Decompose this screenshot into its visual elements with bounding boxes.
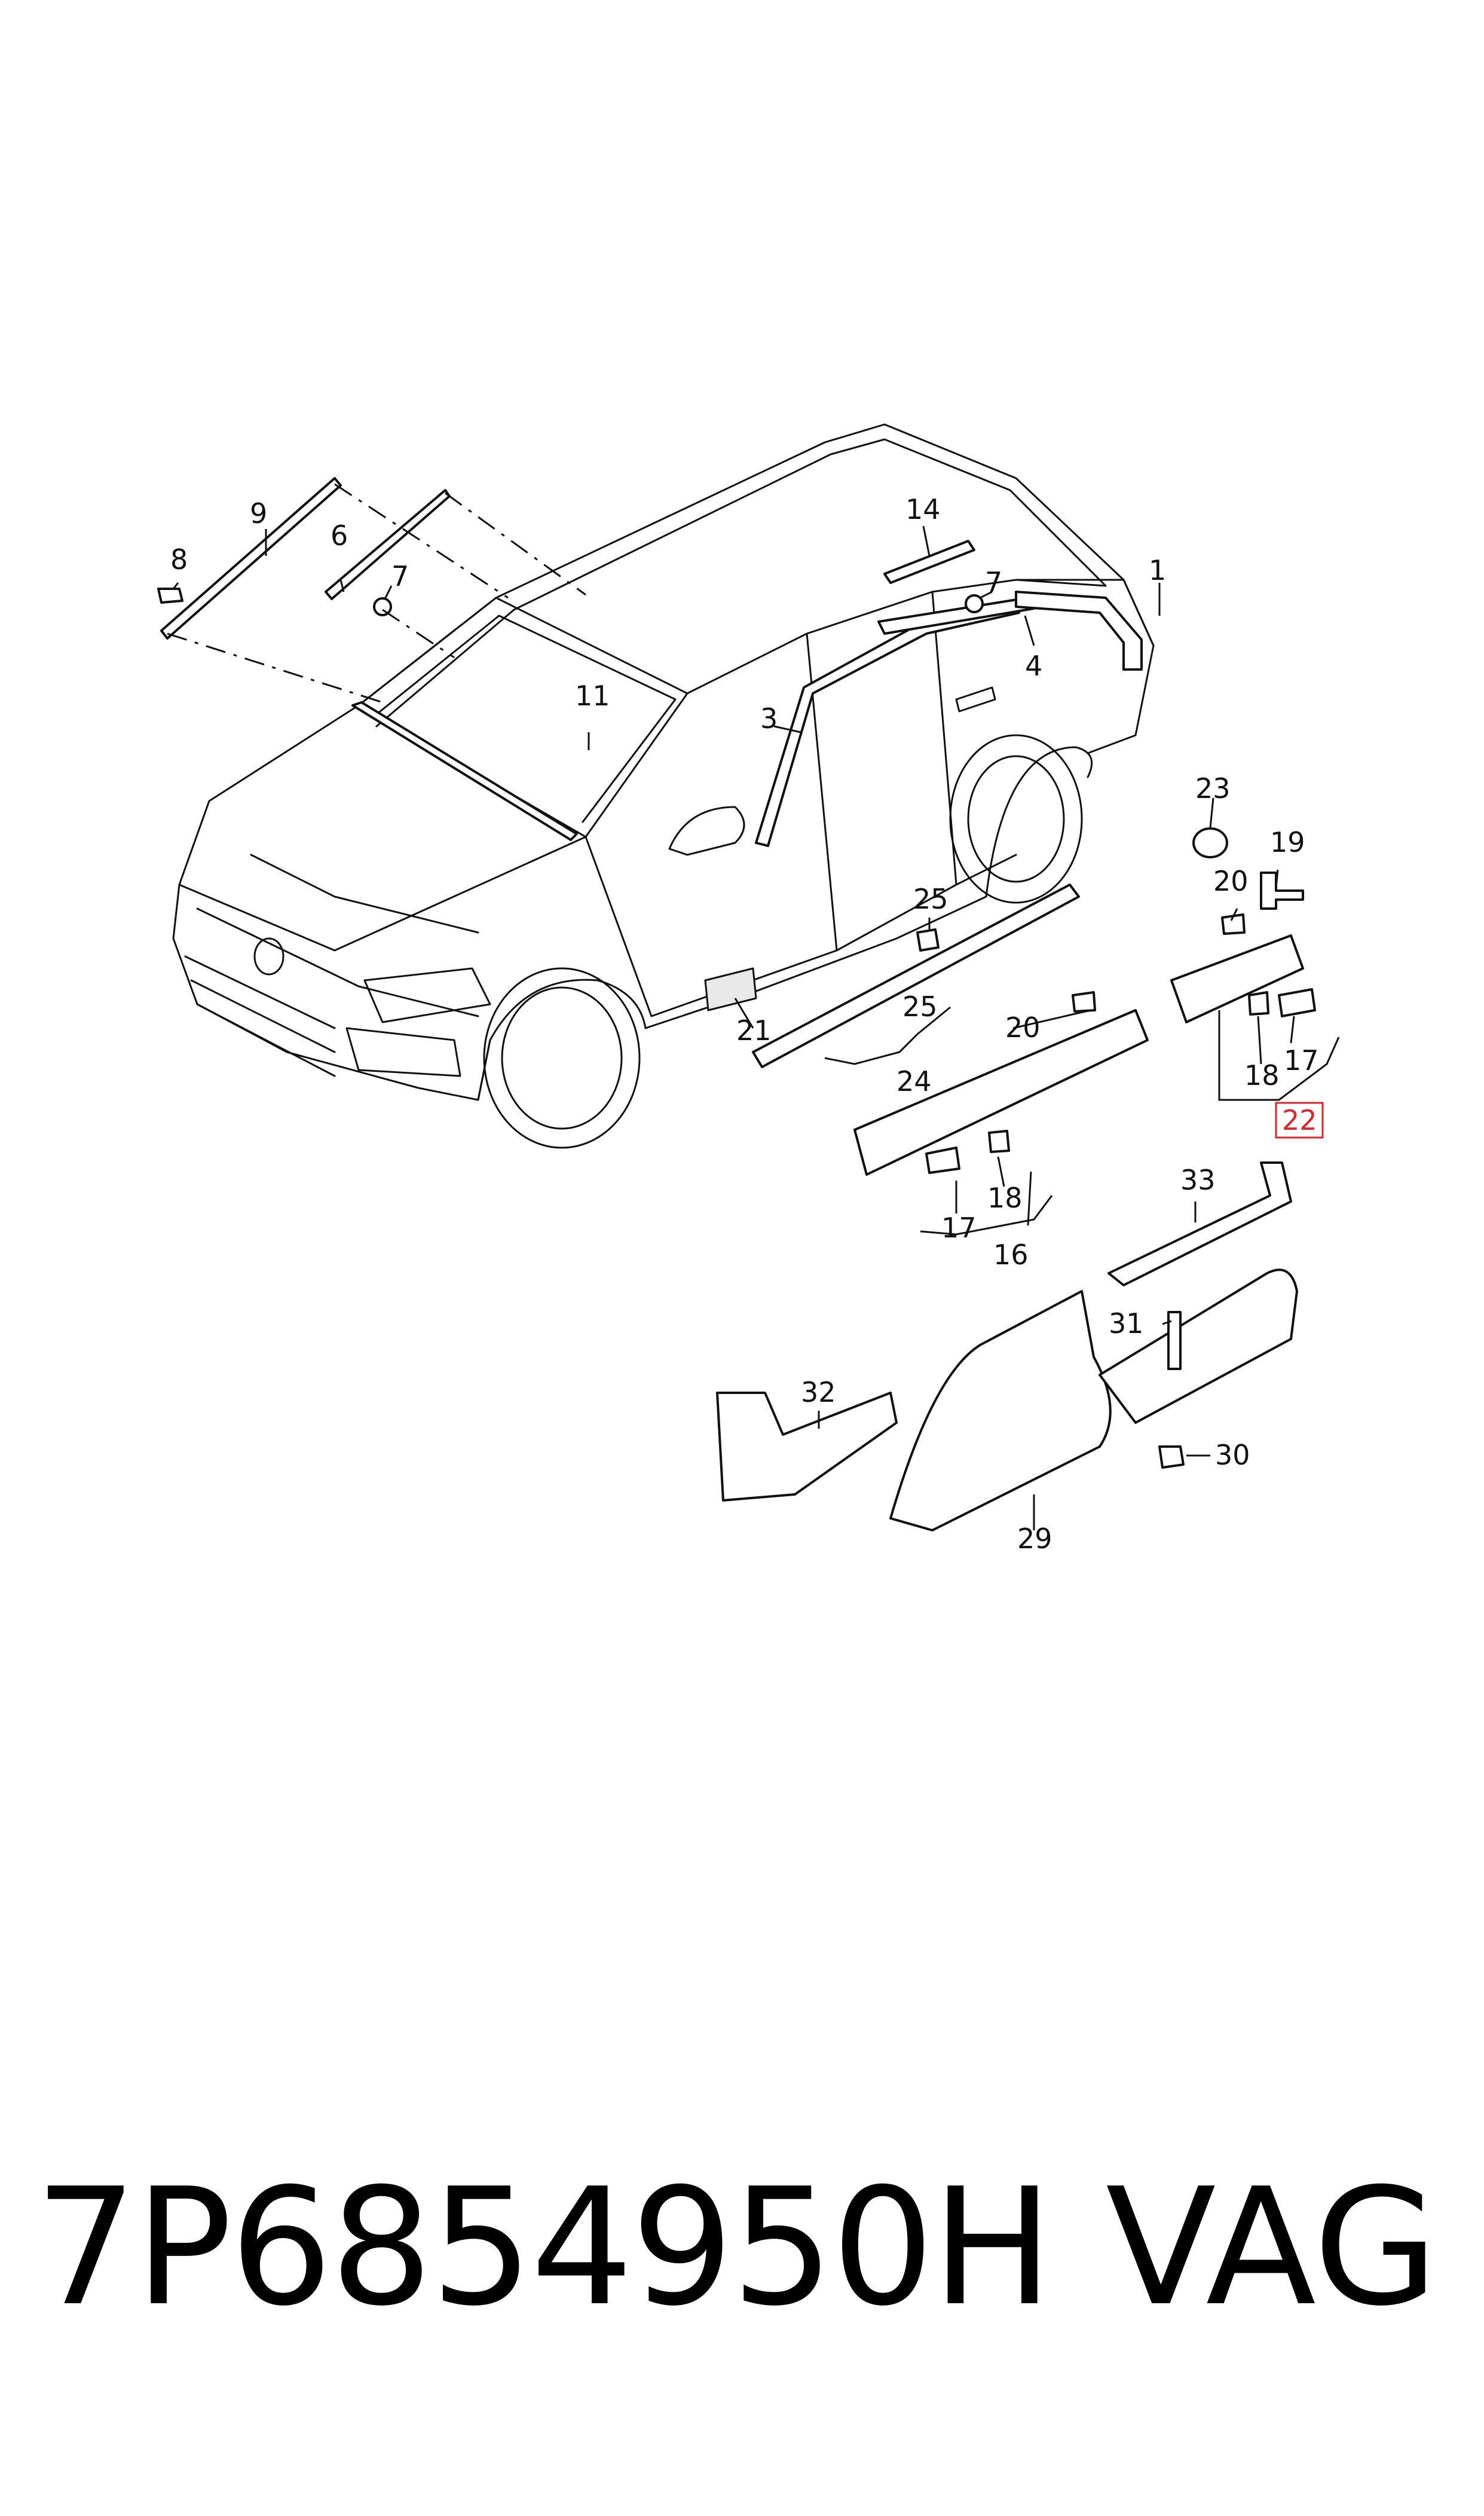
callout-9: 9: [250, 497, 267, 530]
part-7b-clip: [965, 594, 984, 613]
tray-29: [1099, 1268, 1298, 1424]
screw-19: [1260, 872, 1304, 910]
callout-14: 14: [905, 493, 941, 525]
door-moulding-22: [1170, 934, 1304, 1023]
callout-25a: 25: [913, 883, 948, 915]
callout-30: 30: [1215, 1439, 1250, 1471]
callout-7b: 7: [985, 566, 1002, 598]
vehicle-outline: [172, 423, 1155, 1149]
callout-3: 3: [760, 702, 778, 735]
clip-17a: [925, 1147, 960, 1174]
sill-plate-33: [1107, 1161, 1292, 1286]
callout-19: 19: [1270, 826, 1305, 858]
door-moulding-16: [853, 1009, 1149, 1176]
callout-7a: 7: [391, 560, 409, 592]
callout-32: 32: [801, 1376, 836, 1408]
clip-20a: [1072, 991, 1096, 1013]
callout-29: 29: [1017, 1523, 1052, 1555]
callout-18a: 18: [987, 1182, 1023, 1214]
clip-18a: [988, 1130, 1010, 1153]
callout-20b: 20: [1213, 865, 1249, 897]
callout-31: 31: [1109, 1307, 1144, 1340]
callout-8: 8: [170, 543, 188, 576]
callout-21: 21: [736, 1014, 772, 1047]
nut-30: [1158, 1445, 1185, 1469]
part-9-strip: [160, 477, 342, 640]
part-8-clip: [157, 588, 183, 604]
clip-18b: [1248, 991, 1269, 1016]
rear-moulding: [1015, 591, 1143, 671]
callout-25b: 25: [902, 990, 938, 1023]
screw-31: [1167, 1311, 1182, 1370]
clip-20b: [1221, 913, 1246, 935]
clip-25: [916, 928, 940, 952]
callout-18b: 18: [1244, 1059, 1280, 1092]
callout-33: 33: [1180, 1164, 1216, 1196]
part-21-block: [704, 967, 757, 1011]
callout-17b: 17: [1284, 1044, 1319, 1077]
callout-11: 11: [575, 680, 610, 712]
sill-moulding-24: [752, 883, 1080, 1068]
callout-20a: 20: [1005, 1011, 1041, 1044]
windshield-moulding: [351, 701, 578, 841]
panel-29: [889, 1290, 1112, 1531]
brand-name: VAG: [1106, 2153, 1439, 2341]
callout-23: 23: [1195, 772, 1231, 805]
footer: 7P6854950H VAG: [0, 2128, 1484, 2367]
callout-16: 16: [993, 1239, 1029, 1271]
callout-17a: 17: [941, 1212, 977, 1244]
cap-23: [1192, 827, 1228, 858]
clip-17b: [1278, 988, 1316, 1017]
part-14-strip: [883, 540, 975, 584]
a-pillar-trim: [755, 603, 1020, 847]
callout-22-highlight: [1275, 1102, 1324, 1139]
leader-lines: [172, 525, 1340, 1530]
callout-22: 22: [1282, 1104, 1317, 1136]
part-number: 7P6854950H: [35, 2153, 1053, 2341]
callout-6: 6: [331, 519, 348, 552]
callout-1: 1: [1149, 554, 1166, 586]
callout-24: 24: [896, 1065, 932, 1097]
mudflap-32: [716, 1392, 898, 1502]
part-7a-clip: [373, 597, 392, 616]
callout-4: 4: [1025, 650, 1042, 682]
exploded-parts-diagram: 1 3 4 6 7 7 8 9 11 14 16 17 17 18 18 19 …: [157, 423, 1340, 1555]
